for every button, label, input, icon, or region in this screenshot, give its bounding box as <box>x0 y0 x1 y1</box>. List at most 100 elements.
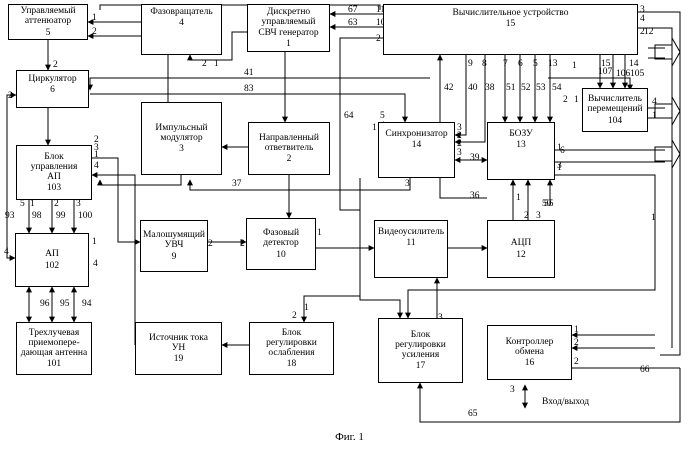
block-16: Контроллер обмена 16 <box>487 325 572 380</box>
line-label: 106 <box>616 69 631 79</box>
block-101-title: Трехлучевая приемопере- дающая антенна <box>21 328 87 359</box>
line-label: 5 <box>533 59 538 69</box>
block-12: АЦП 12 <box>487 220 555 278</box>
block-16-number: 16 <box>525 358 535 368</box>
line-label: 8 <box>482 59 487 69</box>
block-14: Синхронизатор 14 <box>378 122 455 178</box>
connection-lines <box>7 5 680 422</box>
block-18: Блок регулировки ослабления 18 <box>249 322 334 375</box>
line-label: 2 <box>563 95 568 105</box>
line-label: 3 <box>76 199 81 209</box>
line-label: 1 <box>651 213 656 223</box>
line-label: 105 <box>630 69 645 79</box>
block-9-number: 9 <box>172 252 177 262</box>
block-11-number: 11 <box>406 238 415 248</box>
block-19-title: Источник тока УН <box>149 333 208 354</box>
block-5: Управляемый аттенюатор 5 <box>8 4 88 40</box>
line-label: 53 <box>536 83 546 93</box>
line-label: 12 <box>644 27 654 37</box>
line-label: 96 <box>40 299 50 309</box>
block-17: Блок регулировки усиления 17 <box>378 318 463 383</box>
line-label: 54 <box>552 83 562 93</box>
line-label: 6 <box>518 59 523 69</box>
block-4-title: Фазовращатель <box>150 7 212 17</box>
line-label: Вход/выход <box>542 397 589 407</box>
line-label: 67 <box>348 5 358 15</box>
block-104-title: Вычислитель перемещений <box>587 94 642 115</box>
line-label: 42 <box>444 83 454 93</box>
block-16-title: Контроллер обмена <box>506 337 554 358</box>
block-4: Фазовращатель 4 <box>141 4 222 55</box>
line-label: 51 <box>506 83 516 93</box>
block-12-title: АЦП <box>511 238 532 248</box>
block-10: Фазовый детектор 10 <box>246 218 316 270</box>
line-label: 100 <box>78 211 93 221</box>
block-2-title: Направленный ответвитель <box>259 133 319 154</box>
line-label: 2 <box>92 27 97 37</box>
block-13-number: 13 <box>516 140 526 150</box>
line-label: 93 <box>5 211 15 221</box>
block-1-number: 1 <box>286 39 291 49</box>
line-label: 4 <box>640 14 645 24</box>
block-18-title: Блок регулировки ослабления <box>266 328 317 359</box>
line-label: 2 <box>292 311 297 321</box>
line-label: 3 <box>94 143 99 153</box>
block-103-number: 103 <box>47 183 61 193</box>
line-label: 38 <box>485 83 495 93</box>
line-label: 66 <box>640 365 650 375</box>
line-label: 1 <box>516 193 521 203</box>
block-4-number: 4 <box>179 18 184 28</box>
block-19: Источник тока УН 19 <box>135 322 222 375</box>
block-3-title: Импульсный модулятор <box>155 123 207 144</box>
block-104-number: 104 <box>608 116 622 126</box>
line-label: 4 <box>94 161 99 171</box>
line-label: 3 <box>457 148 462 158</box>
block-102-title: АП <box>45 249 59 259</box>
line-label: 4 <box>93 259 98 269</box>
block-12-number: 12 <box>516 250 526 260</box>
block-2: Направленный ответвитель 2 <box>248 122 330 175</box>
block-11-title: Видеоусилитель <box>378 227 444 237</box>
block-10-number: 10 <box>276 250 286 260</box>
line-label: 98 <box>32 211 42 221</box>
line-label: 64 <box>344 111 354 121</box>
line-label: 37 <box>232 179 242 189</box>
line-label: 2 <box>202 59 207 69</box>
figure-caption: Фиг. 1 <box>0 431 699 443</box>
line-label: 52 <box>521 83 531 93</box>
line-label: 1 <box>572 61 577 71</box>
line-label: 2 <box>574 357 579 367</box>
block-5-title: Управляемый аттенюатор <box>20 6 75 27</box>
block-6: Циркулятор 6 <box>16 70 89 108</box>
line-label: 1 <box>652 111 657 121</box>
block-13: БОЗУ 13 <box>487 122 555 180</box>
line-label: 1 <box>92 237 97 247</box>
block-103: Блок управления АП 103 <box>16 145 92 200</box>
line-label: 41 <box>244 68 254 78</box>
line-label: 5 <box>20 199 25 209</box>
line-label: 1 <box>574 325 579 335</box>
block-5-number: 5 <box>46 28 51 38</box>
line-label: 1 <box>557 163 562 173</box>
block-17-number: 17 <box>416 361 426 371</box>
line-label: 5 <box>380 111 385 121</box>
block-15: Вычислительное устройство 15 <box>383 4 638 55</box>
line-label: 40 <box>468 83 478 93</box>
line-label: 1 <box>304 303 309 313</box>
block-11: Видеоусилитель 11 <box>374 220 448 278</box>
line-label: 2 <box>53 60 58 70</box>
line-label: 39 <box>470 153 480 163</box>
line-label: 36 <box>470 191 480 201</box>
line-label: 63 <box>348 18 358 28</box>
line-label: 9 <box>468 59 473 69</box>
line-label: 13 <box>548 59 558 69</box>
block-9-title: Малошумящий УВЧ <box>143 230 205 251</box>
block-1: Дискретно управляемый СВЧ генератор 1 <box>247 4 330 52</box>
line-label: 107 <box>598 67 613 77</box>
block-2-number: 2 <box>287 154 292 164</box>
line-label: 3 <box>405 179 410 189</box>
block-103-title: Блок управления АП <box>31 152 78 183</box>
block-17-title: Блок регулировки усиления <box>395 330 446 361</box>
line-label: 99 <box>56 211 66 221</box>
